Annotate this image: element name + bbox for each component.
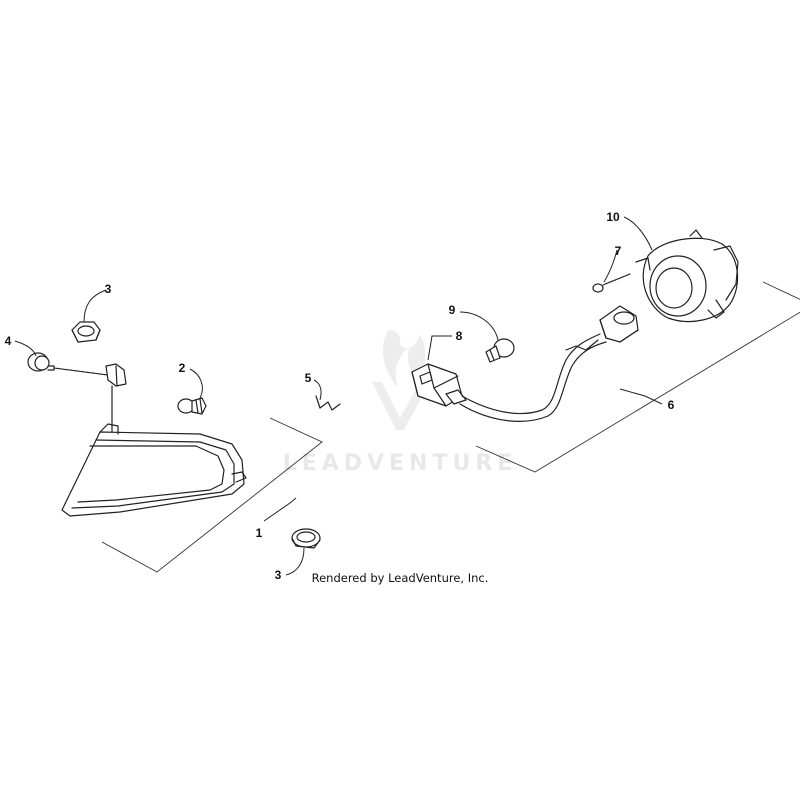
callout-7: 7 [615,244,622,258]
callout-4: 4 [5,334,12,348]
wiring-harness [459,333,607,422]
bulb-socket [599,305,639,343]
wire-spring [315,395,341,411]
assembly-frame-6 [475,281,800,473]
callout-3-bottom: 3 [275,568,282,582]
render-credit: Rendered by LeadVenture, Inc. [311,571,489,585]
headlight-lens [61,423,247,517]
callouts: 4 3 2 5 1 3 8 9 7 10 6 [5,210,675,582]
callout-5: 5 [305,371,312,385]
adjuster-knob [27,352,109,376]
callout-6: 6 [668,398,675,412]
callout-2: 2 [179,361,186,375]
callout-10: 10 [606,210,620,224]
watermark-text: LEADVENTURE [283,451,518,476]
callout-3-top: 3 [105,282,112,296]
screw [592,273,631,293]
fog-lamp-housing [635,229,739,323]
callout-8: 8 [456,329,463,343]
callout-9: 9 [449,303,456,317]
callout-1: 1 [256,526,263,540]
assembly-frame-1 [101,417,323,573]
nut-top [71,321,101,343]
mounting-clip [105,363,127,433]
bulb-fog [485,338,515,363]
bulb-small [177,397,207,415]
leader-lines [14,216,663,576]
grommet-bottom [291,528,321,549]
wire-connector [411,363,467,407]
